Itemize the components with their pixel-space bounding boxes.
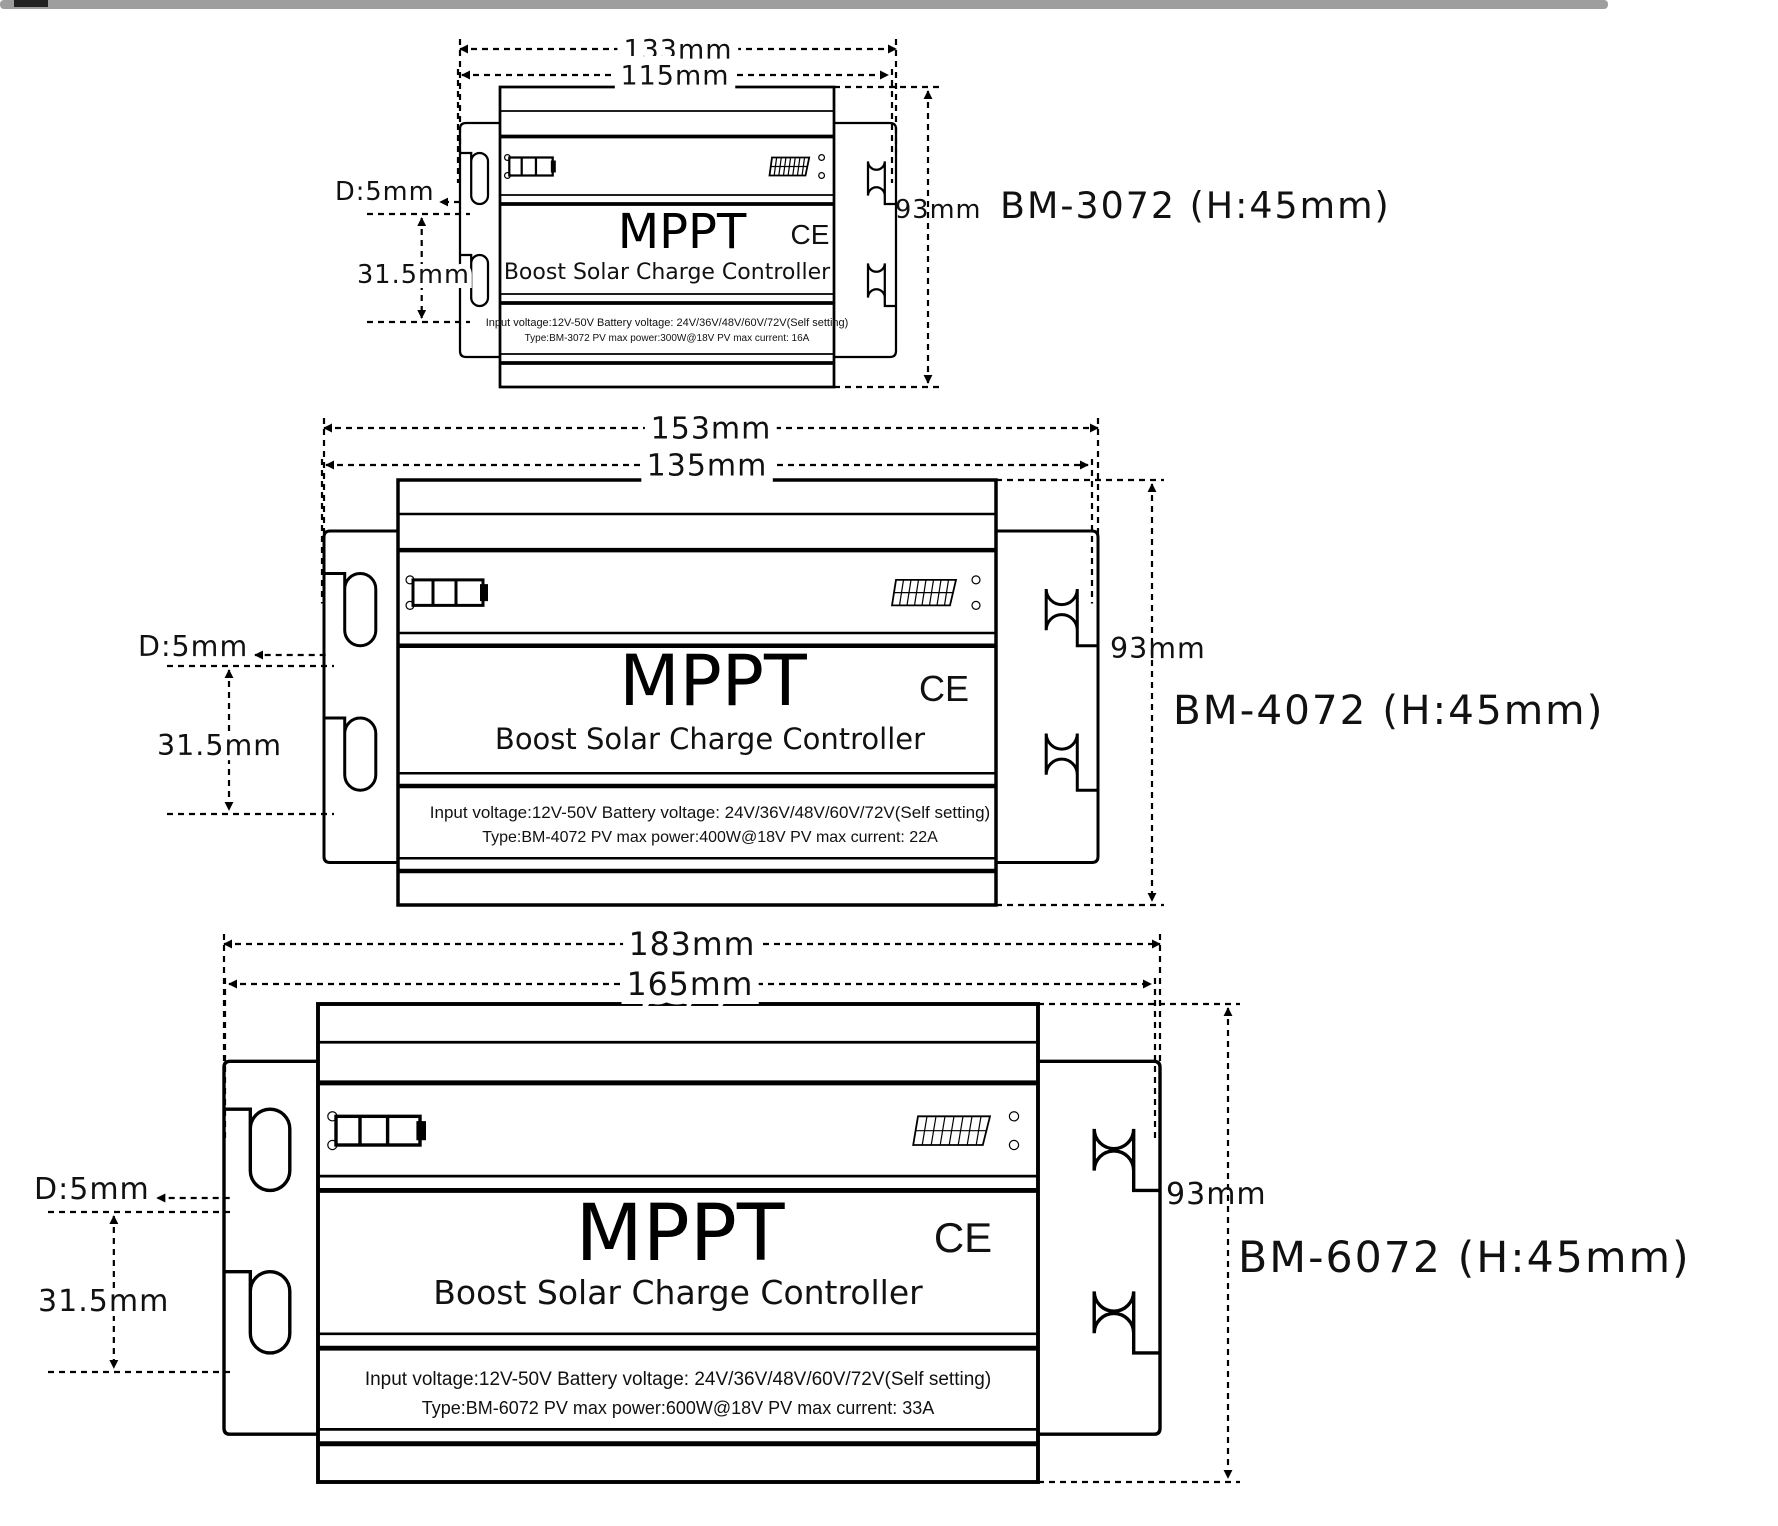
model-label: BM-6072 (H:45mm) — [1238, 1233, 1691, 1283]
right-flange — [834, 121, 898, 359]
spec-line-1: Input voltage:12V-50V Battery voltage: 2… — [486, 317, 849, 329]
right-slot-1 — [1044, 588, 1098, 648]
left-flange — [222, 1059, 318, 1436]
spec-line-2: Type:BM-3072 PV max power:300W@18V PV ma… — [525, 333, 810, 344]
spec-line-1: Input voltage:12V-50V Battery voltage: 2… — [365, 1369, 991, 1390]
height-label: 93mm — [1166, 1177, 1267, 1212]
model-label: BM-4072 (H:45mm) — [1173, 686, 1604, 734]
ce-mark: CE — [934, 1214, 992, 1261]
solar-panel-icon — [890, 575, 981, 610]
outer-width-label: 153mm — [651, 412, 772, 447]
battery-terminal-icon — [405, 575, 488, 610]
right-slot-1 — [866, 161, 896, 206]
left-slot-2 — [324, 716, 378, 792]
left-slot-2 — [460, 253, 490, 308]
outer-width-label: 183mm — [629, 927, 756, 963]
hole-diameter-label: D:5mm — [335, 177, 435, 207]
spec-line-2: Type:BM-4072 PV max power:400W@18V PV ma… — [482, 829, 938, 846]
left-slot-2 — [224, 1269, 292, 1355]
left-flange — [458, 121, 500, 359]
spec-line-1: Input voltage:12V-50V Battery voltage: 2… — [430, 803, 990, 822]
product-subtitle: Boost Solar Charge Controller — [433, 1273, 923, 1312]
left-flange — [322, 529, 398, 864]
right-flange — [1038, 1059, 1162, 1436]
hole-diameter-label: D:5mm — [34, 1172, 150, 1207]
hole-spacing-label: 31.5mm — [357, 260, 470, 290]
controller-diagram-1: MPPT CE Boost Solar Charge ControllerInput… — [335, 25, 1391, 389]
controller-diagram-2: MPPT CE Boost Solar Charge ControllerInput… — [138, 403, 1604, 907]
mppt-title: MPPT — [618, 204, 747, 260]
battery-terminal-icon — [503, 154, 556, 179]
ce-mark: CE — [919, 668, 969, 709]
inner-width-label: 165mm — [627, 967, 754, 1003]
product-subtitle: Boost Solar Charge Controller — [504, 260, 831, 285]
left-slot-1 — [460, 151, 490, 206]
right-slot-2 — [1044, 733, 1098, 792]
left-slot-1 — [224, 1107, 292, 1193]
height-label: 93mm — [1110, 632, 1206, 665]
controller-diagram-3: MPPT CE Boost Solar Charge ControllerInput… — [33, 918, 1691, 1484]
product-subtitle: Boost Solar Charge Controller — [495, 722, 925, 756]
top-bar — [0, 0, 1608, 9]
right-slot-2 — [1092, 1291, 1160, 1355]
hole-spacing-label: 31.5mm — [38, 1284, 169, 1319]
solar-panel-icon — [912, 1111, 1020, 1151]
hole-spacing-label: 31.5mm — [157, 729, 282, 762]
battery-terminal-icon — [327, 1111, 426, 1151]
spec-line-2: Type:BM-6072 PV max power:600W@18V PV ma… — [422, 1398, 935, 1418]
inner-width-label: 135mm — [647, 449, 768, 484]
right-slot-1 — [1092, 1128, 1160, 1193]
ce-mark: CE — [791, 219, 830, 250]
height-label: 93mm — [895, 195, 981, 225]
mppt-title: MPPT — [575, 1189, 784, 1279]
mppt-title: MPPT — [619, 640, 807, 722]
model-label: BM-3072 (H:45mm) — [1000, 184, 1391, 227]
right-slot-2 — [866, 263, 896, 308]
inner-width-label: 115mm — [621, 60, 730, 91]
right-flange — [996, 529, 1100, 864]
solar-panel-icon — [768, 154, 826, 179]
left-slot-1 — [324, 572, 378, 648]
top-bar-corner — [14, 0, 48, 7]
hole-diameter-label: D:5mm — [138, 630, 248, 663]
